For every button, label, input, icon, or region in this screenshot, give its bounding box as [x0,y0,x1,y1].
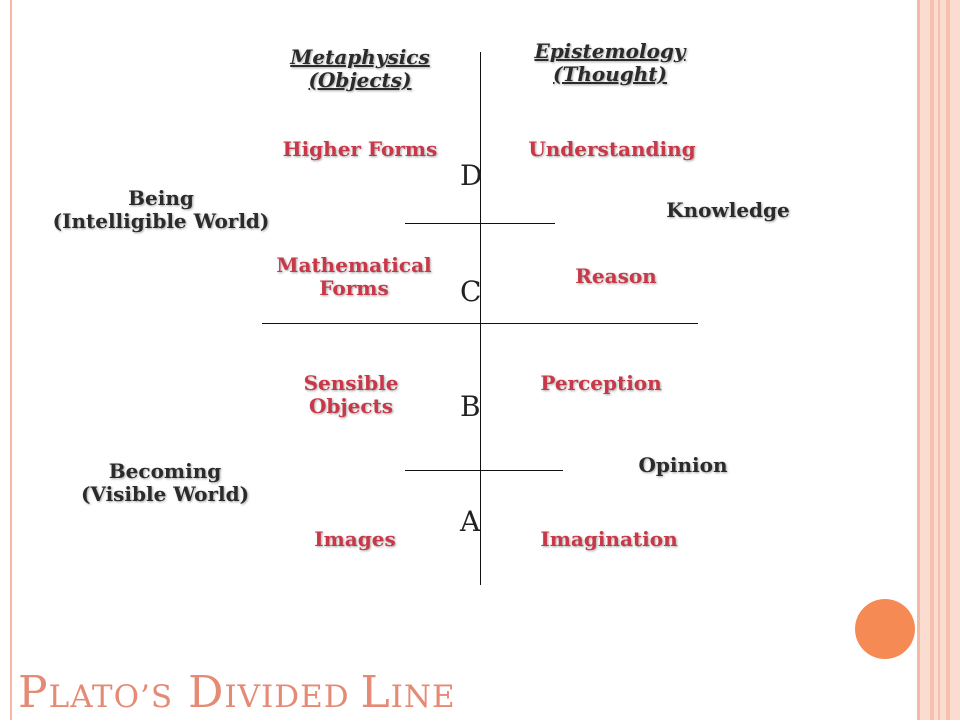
side-decor-stripe [946,0,950,720]
metaphysics-header-line2: (Objects) [308,68,412,92]
being-line1: Being [128,186,194,210]
perception-label: Perception [540,371,662,395]
title-small-caps: S [150,679,174,715]
sensible-objects-label: Sensible Objects [286,372,416,418]
segment-d-letter: D [460,159,483,192]
slide-title: PLATO’S DIVIDED LINE [18,668,456,722]
knowledge-label: Knowledge [666,198,790,222]
sensible-objects-line2: Objects [308,394,394,418]
becoming-line2: (Visible World) [80,482,250,506]
epistemology-header-line1: Epistemology [534,39,686,63]
becoming-realm-label: Becoming (Visible World) [72,460,258,506]
metaphysics-header-line1: Metaphysics [290,45,430,69]
images-label: Images [314,527,396,551]
sensible-objects-line1: Sensible [303,371,399,395]
imagination-label: Imagination [540,527,678,551]
divided-line-vertical [480,52,481,585]
divider-b-a [405,470,563,471]
divider-d-c [405,223,555,224]
left-frame-line [10,0,12,720]
segment-a-letter: A [460,505,481,538]
side-decor-stripe [930,0,934,720]
understanding-label: Understanding [528,137,696,161]
title-initial: L [360,667,391,718]
epistemology-header: Epistemology (Thought) [530,40,690,86]
mathematical-forms-line2: Forms [319,276,389,300]
metaphysics-header: Metaphysics (Objects) [286,46,434,92]
side-decor-stripe [938,0,940,720]
opinion-label: Opinion [638,453,728,477]
mathematical-forms-line1: Mathematical [276,253,432,277]
mathematical-forms-label: Mathematical Forms [266,254,442,300]
divider-intelligible-visible [262,323,698,324]
title-initial: P [18,667,49,718]
reason-label: Reason [575,264,657,288]
being-line2: (Intelligible World) [52,209,270,233]
higher-forms-label: Higher Forms [282,137,438,161]
title-small-caps: IVIDED [224,679,361,715]
side-decor-bar [920,0,960,720]
epistemology-header-line2: (Thought) [553,62,667,86]
accent-circle [855,599,915,659]
right-frame-line [917,0,920,720]
title-small-caps: INE [390,679,456,715]
segment-b-letter: B [460,390,481,423]
title-space [173,667,188,718]
being-realm-label: Being (Intelligible World) [50,187,272,233]
segment-c-letter: C [460,275,482,308]
title-initial: D [188,667,225,718]
title-apostrophe: ’ [139,679,151,715]
title-small-caps: LATO [48,679,140,715]
becoming-line1: Becoming [108,459,222,483]
